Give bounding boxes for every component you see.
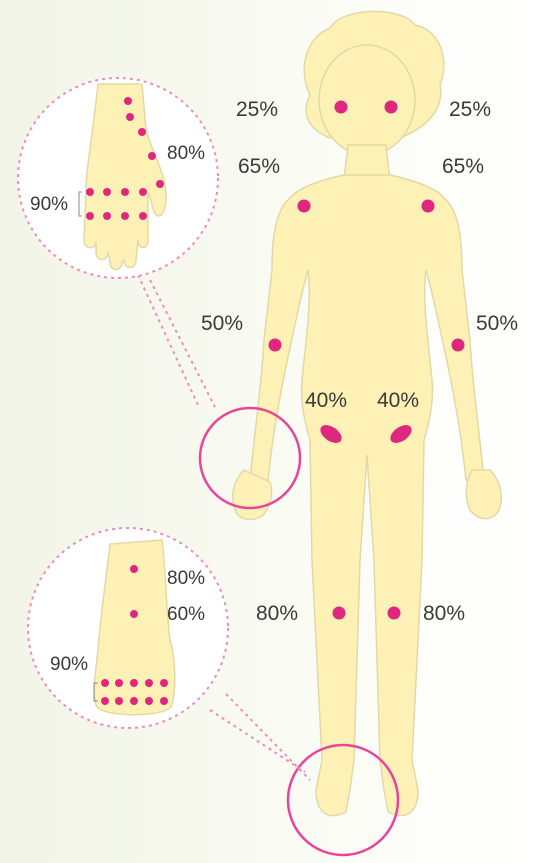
- foot-dot-b4: [145, 697, 153, 705]
- dot-shoulder-left: [298, 200, 311, 213]
- label-cheek-left: 25%: [236, 99, 278, 120]
- foot-connector-1: [210, 710, 305, 772]
- dot-cheek-right: [385, 101, 398, 114]
- foot-dot-b1: [101, 697, 109, 705]
- foot-dot-t4: [145, 679, 153, 687]
- right-hand: [466, 470, 501, 519]
- dot-elbow-left: [269, 339, 282, 352]
- label-shoulder-left: 65%: [238, 156, 280, 177]
- label-foot-upper: 80%: [167, 569, 205, 588]
- hand-dot-10: [86, 212, 94, 220]
- dot-elbow-right: [452, 339, 465, 352]
- label-hand-fingers: 90%: [30, 195, 68, 214]
- label-foot-middle: 60%: [167, 605, 205, 624]
- hand-connector-2: [138, 275, 198, 405]
- foot-dot-upper: [130, 565, 138, 573]
- dot-cheek-left: [335, 101, 348, 114]
- label-elbow-left: 50%: [201, 313, 243, 334]
- hand-dot-11: [103, 212, 111, 220]
- hand-connector-1: [150, 280, 215, 407]
- hand-dot-6: [86, 188, 94, 196]
- hand-dot-2: [126, 113, 134, 121]
- hand-dot-8: [121, 188, 129, 196]
- foot-dot-t1: [101, 679, 109, 687]
- hand-dot-12: [121, 212, 129, 220]
- hand-dot-13: [139, 212, 147, 220]
- dot-thigh-right: [388, 607, 401, 620]
- hand-dot-1: [124, 97, 132, 105]
- foot-dot-t3: [130, 679, 138, 687]
- label-foot-toes: 90%: [50, 655, 88, 674]
- dot-thigh-left: [333, 607, 346, 620]
- hand-dot-4: [148, 152, 156, 160]
- label-groin-right: 40%: [377, 390, 419, 411]
- foot-dot-middle: [130, 610, 138, 618]
- label-elbow-right: 50%: [476, 313, 518, 334]
- head: [319, 45, 415, 155]
- label-cheek-right: 25%: [449, 99, 491, 120]
- foot-dot-b5: [160, 697, 168, 705]
- foot-dot-t2: [115, 679, 123, 687]
- label-groin-left: 40%: [305, 390, 347, 411]
- hand-dot-3: [138, 128, 146, 136]
- hand-dot-7: [103, 188, 111, 196]
- foot-dot-b3: [130, 697, 138, 705]
- label-thigh-right: 80%: [423, 603, 465, 624]
- hand-dot-9: [139, 188, 147, 196]
- foot-dot-t5: [160, 679, 168, 687]
- label-thigh-left: 80%: [256, 603, 298, 624]
- label-hand-back: 80%: [167, 144, 205, 163]
- dot-shoulder-right: [422, 200, 435, 213]
- foot-dot-b2: [115, 697, 123, 705]
- hand-dot-5: [156, 180, 164, 188]
- label-shoulder-right: 65%: [442, 156, 484, 177]
